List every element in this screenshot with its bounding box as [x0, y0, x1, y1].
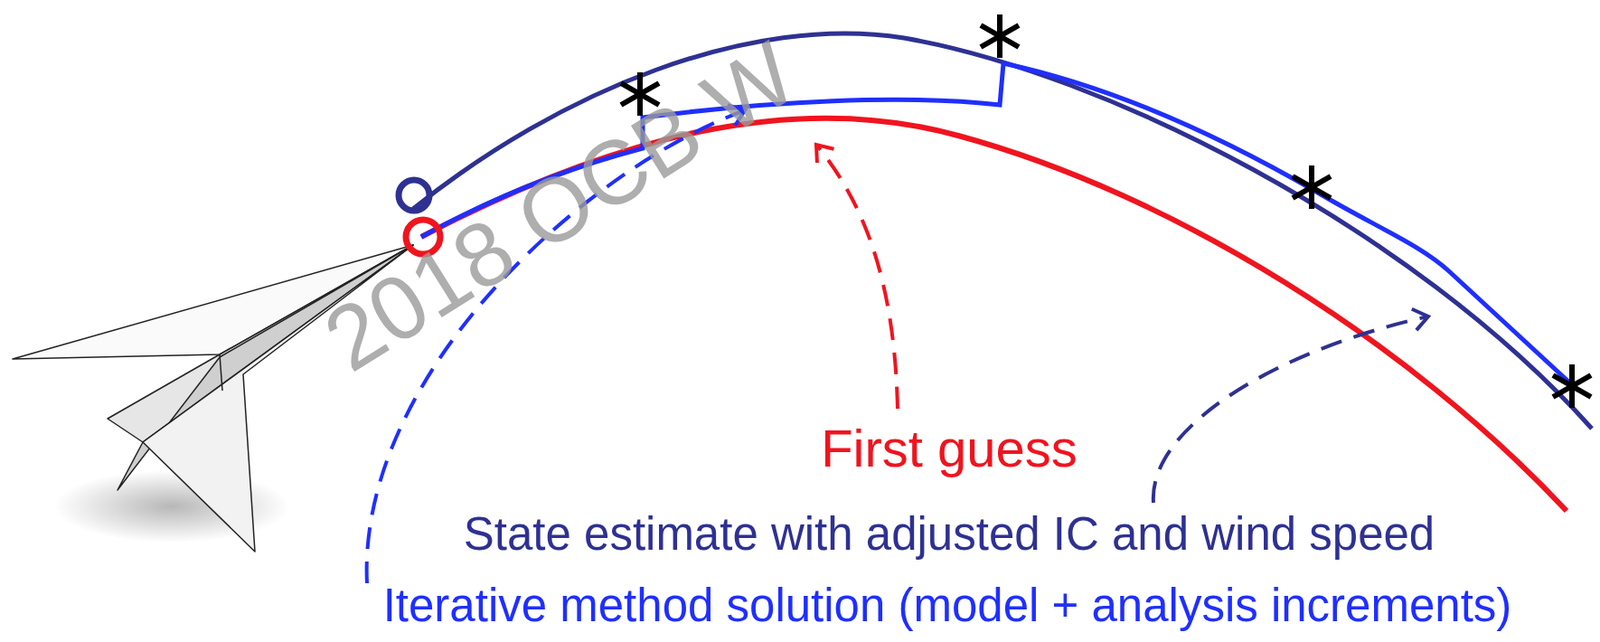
- first-guess-label: First guess: [817, 418, 1082, 480]
- watermark: 2018 OCB W: [303, 18, 817, 394]
- iterative-solution-label: Iterative method solution (model + analy…: [379, 579, 1516, 633]
- state-estimate-label: State estimate with adjusted IC and wind…: [460, 508, 1439, 562]
- state-leader-arrow: [1153, 316, 1429, 503]
- state-ic: [398, 179, 430, 211]
- first-guess-leader-arrow: [816, 144, 898, 409]
